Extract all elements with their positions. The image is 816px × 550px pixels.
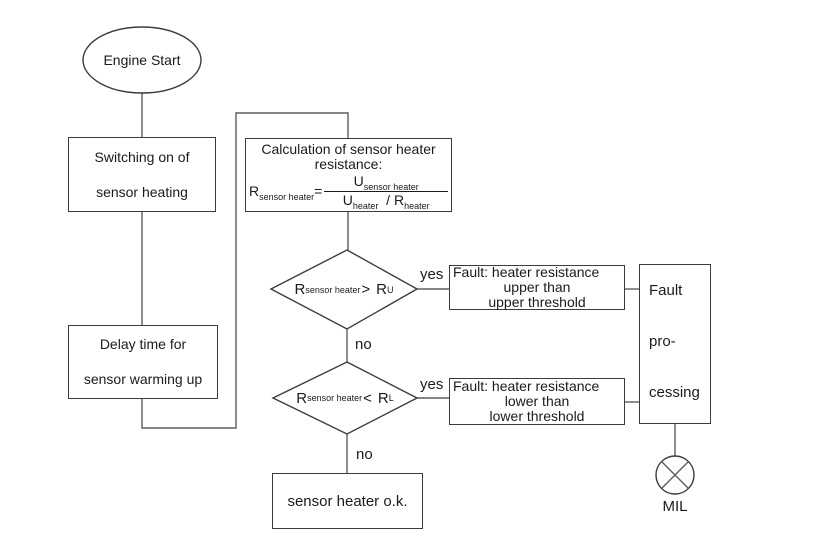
fault-processing-box: Fault pro- cessing — [639, 264, 711, 424]
engine-start-ellipse — [82, 26, 202, 94]
ok-label: sensor heater o.k. — [287, 492, 408, 510]
edge-label-yes-lower: yes — [420, 376, 444, 393]
fault-processing-line-1: Fault — [649, 282, 683, 299]
engine-start-label: Engine Start — [103, 52, 181, 68]
mil-label: MIL — [662, 497, 688, 515]
fault-lower-line-2: lower than — [504, 393, 570, 409]
fault-upper-line-3: upper threshold — [488, 294, 586, 310]
fault-upper-line-1: Fault: heater resistance — [453, 264, 600, 280]
fault-upper-box: Fault: heater resistance upper than uppe… — [449, 265, 625, 310]
process-switching-box: Switching on of sensor heating — [68, 137, 216, 212]
edge-delay-to-calc-loop — [141, 112, 349, 429]
switching-line-2: sensor heating — [96, 183, 188, 200]
ok-box: sensor heater o.k. — [272, 473, 423, 529]
formula-lhs: Rsensor heater= — [249, 182, 323, 202]
decision-upper-diamond — [269, 249, 419, 330]
fault-lower-line-3: lower threshold — [489, 408, 585, 424]
edge-label-no-upper: no — [355, 336, 372, 353]
fault-lower-box: Fault: heater resistance lower than lowe… — [449, 378, 625, 425]
edge-label-no-lower: no — [356, 446, 373, 463]
edge-label-yes-upper: yes — [420, 266, 444, 283]
formula-denominator: Uheater / Rheater — [342, 192, 430, 211]
decision-lower-diamond — [271, 361, 419, 435]
process-delay-box: Delay time for sensor warming up — [68, 325, 218, 399]
mil-lamp-icon — [655, 455, 695, 495]
calc-title-line-1: Calculation of sensor heater — [261, 141, 436, 157]
fault-processing-line-2: pro- — [649, 333, 676, 350]
process-calc-box: Calculation of sensor heater resistance:… — [245, 138, 452, 212]
fault-processing-line-3: cessing — [649, 384, 700, 401]
switching-line-1: Switching on of — [94, 148, 190, 165]
delay-line-2: sensor warming up — [83, 371, 203, 387]
calc-formula: Rsensor heater= Usensor heater Uheater /… — [246, 172, 451, 211]
fault-lower-line-1: Fault: heater resistance — [453, 378, 600, 394]
formula-fraction: Usensor heater Uheater / Rheater — [324, 174, 448, 211]
formula-numerator: Usensor heater — [324, 174, 448, 192]
calc-title-line-2: resistance: — [314, 156, 383, 172]
delay-line-1: Delay time for — [99, 336, 187, 352]
fault-upper-line-2: upper than — [503, 279, 571, 295]
